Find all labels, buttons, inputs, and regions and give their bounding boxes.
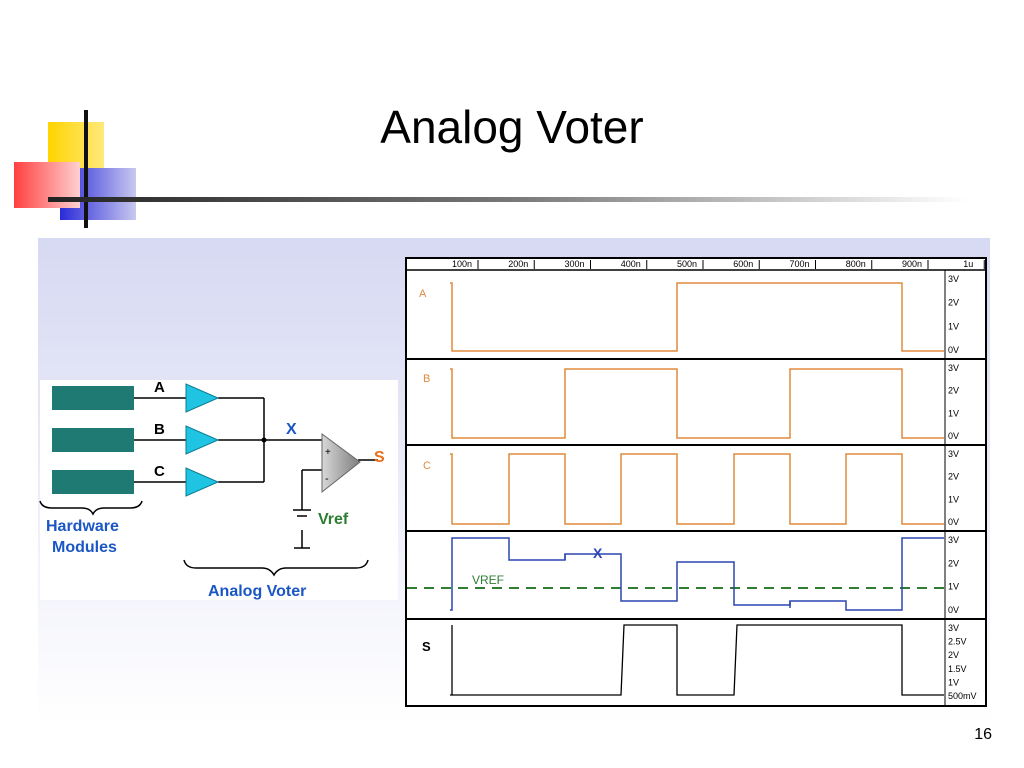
row-label-s: S: [422, 639, 431, 654]
module-b: [52, 428, 134, 452]
voltage-scale-label: 3V: [948, 274, 959, 284]
vref-trace-label: VREF: [472, 573, 504, 587]
voltage-scale-label: 3V: [948, 623, 959, 633]
row-label-c: C: [423, 460, 431, 472]
buffer-a: [185, 383, 220, 413]
voltage-scale-label: 0V: [948, 605, 959, 615]
time-tick-label: 1u: [963, 259, 973, 269]
time-tick-label: 700n: [789, 259, 809, 269]
voter-brace: [183, 559, 369, 577]
node-x-label: X: [286, 421, 297, 438]
output-s-label: S: [374, 449, 385, 466]
voltage-scale-label: 3V: [948, 363, 959, 373]
page-number: 16: [974, 726, 992, 743]
voltage-scale-label: 2V: [948, 298, 959, 308]
comparator-minus: -: [325, 473, 329, 485]
vref-label: Vref: [318, 511, 349, 528]
time-tick-label: 800n: [846, 259, 866, 269]
voltage-scales: 3V 2V 1V 0V 3V 2V 1V 0V 3V 2V 1V 0V 3V 2V 1V 0V 3V 2.5V 2V…: [948, 274, 977, 701]
voltage-scale-label: 2V: [948, 386, 959, 396]
row-label-x: X: [593, 545, 603, 561]
comparator-plus: +: [325, 447, 331, 458]
voltage-scale-label: 2V: [948, 472, 959, 482]
row-label-b: B: [423, 373, 430, 385]
analog-voter-label: Analog Voter: [208, 583, 306, 600]
waveform-c: [450, 453, 944, 525]
figure-panel: A B C X S + - Vref Hardware Modules Anal…: [38, 238, 990, 726]
module-a: [52, 386, 134, 410]
voltage-scale-label: 1V: [948, 408, 959, 418]
time-tick-label: 600n: [733, 259, 753, 269]
voltage-scale-label: 1V: [948, 677, 959, 687]
waveform-b: [450, 368, 944, 439]
row-label-a: A: [419, 288, 427, 300]
buffer-b: [185, 425, 220, 455]
voltage-scale-label: 500mV: [948, 691, 977, 701]
hardware-label-line2: Modules: [52, 539, 117, 556]
input-label-a: A: [154, 379, 165, 396]
time-tick-label: 400n: [621, 259, 641, 269]
waveform-a: [450, 282, 944, 352]
circuit-diagram: A B C X S + - Vref Hardware Modules Anal…: [39, 379, 398, 600]
buffer-c: [185, 467, 220, 497]
title-decoration: [14, 110, 968, 228]
voltage-scale-label: 0V: [948, 517, 959, 527]
time-tick-label: 300n: [564, 259, 584, 269]
voltage-scale-label: 0V: [948, 431, 959, 441]
voltage-scale-label: 1V: [948, 321, 959, 331]
voltage-scale-label: 3V: [948, 449, 959, 459]
input-label-c: C: [154, 463, 165, 480]
module-c: [52, 470, 134, 494]
waveform-display: 100n 200n 300n 400n 500n 600n 700n 800n 900n 1u 1.…: [405, 257, 987, 707]
time-tick-label: 100n: [452, 259, 472, 269]
comparator: [321, 433, 361, 494]
waveform-x: [450, 537, 944, 611]
slide-title: Analog Voter: [380, 101, 644, 153]
vertical-bar: [84, 110, 88, 228]
time-tick-label: 500n: [677, 259, 697, 269]
waveform-s: [450, 624, 944, 696]
time-axis: 100n200n300n400n500n600n700n800n900n1u1.…: [452, 259, 985, 269]
horizontal-rule: [48, 197, 968, 202]
voltage-scale-label: 0V: [948, 345, 959, 355]
voltage-scale-label: 2.5V: [948, 637, 967, 647]
voltage-scale-label: 1V: [948, 494, 959, 504]
voltage-scale-label: 3V: [948, 535, 959, 545]
voltage-scale-label: 1V: [948, 582, 959, 592]
hardware-label-line1: Hardware: [46, 518, 119, 535]
voltage-scale-label: 1.5V: [948, 664, 967, 674]
input-label-b: B: [154, 421, 165, 438]
voltage-scale-label: 2V: [948, 558, 959, 568]
voltage-scale-label: 2V: [948, 650, 959, 660]
hardware-brace: [39, 500, 143, 516]
time-tick-label: 200n: [508, 259, 528, 269]
time-tick-label: 900n: [902, 259, 922, 269]
